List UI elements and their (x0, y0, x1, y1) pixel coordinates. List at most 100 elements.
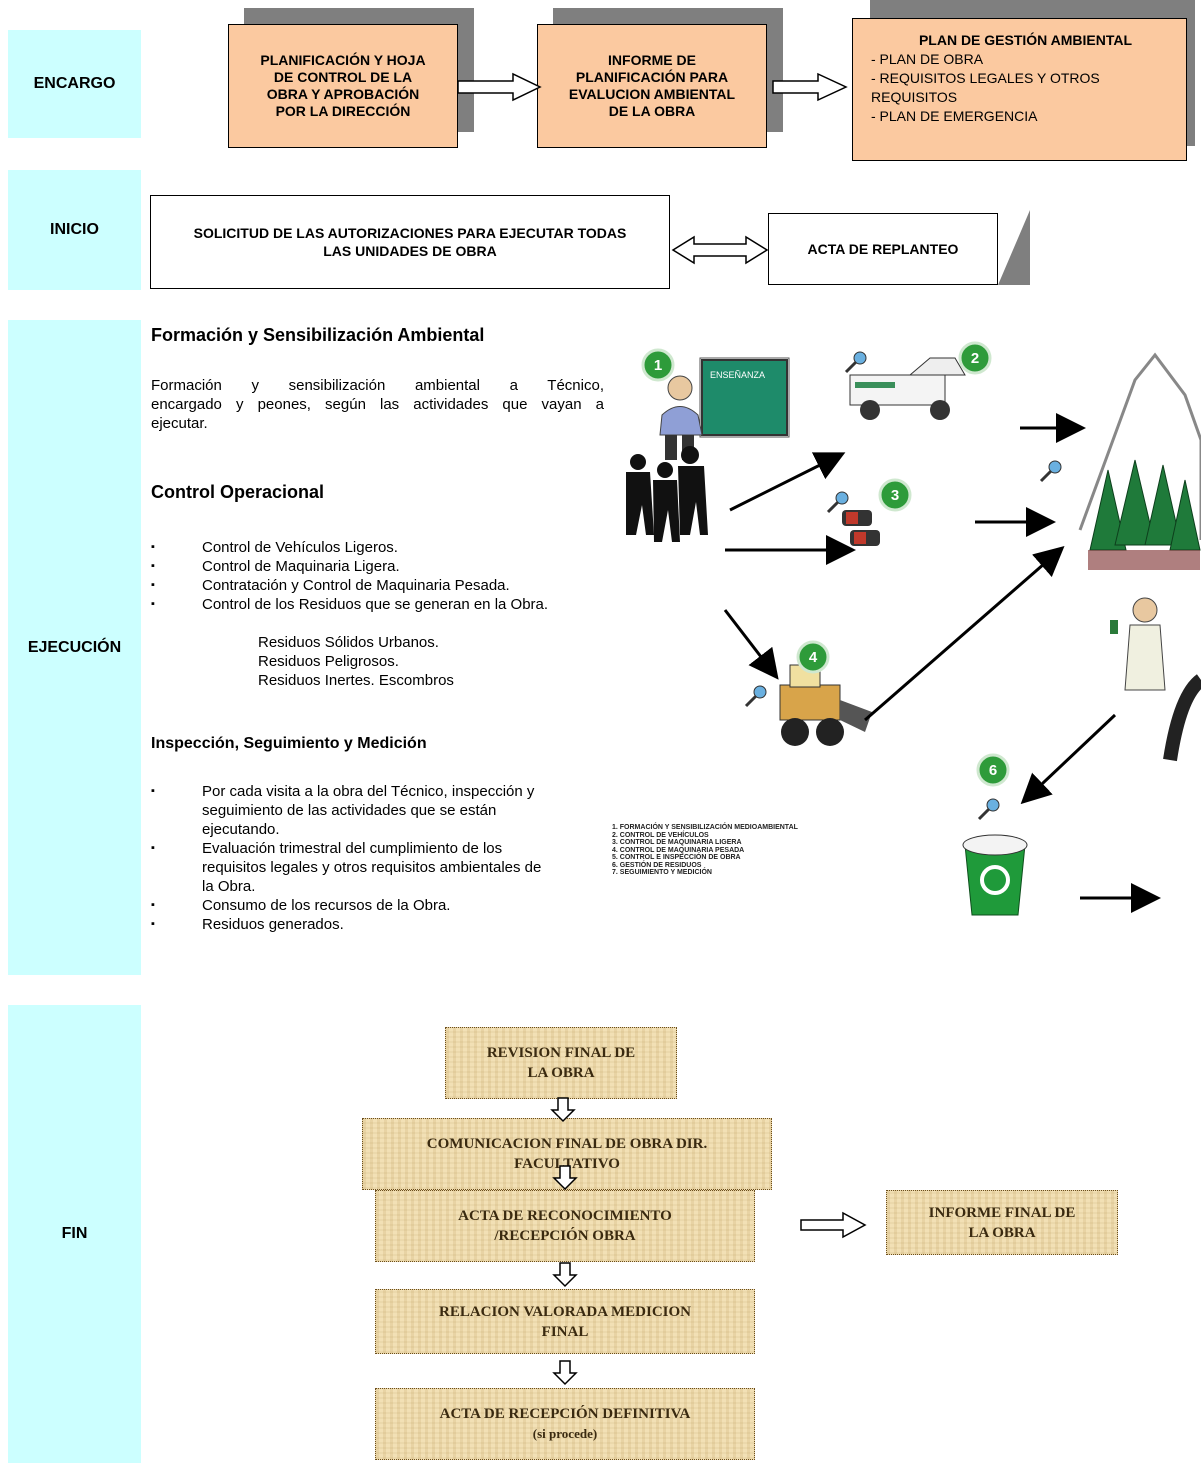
step-badges: 1 2 3 4 6 (641, 341, 1010, 787)
plan-gestion-item: - PLAN DE OBRA (871, 51, 984, 67)
arrow-right-icon (800, 1211, 867, 1239)
box-line: REVISION FINAL DE (486, 1045, 636, 1061)
box-line: FINAL (541, 1323, 589, 1340)
section-formacion-text: Formación y sensibilización ambiental a … (151, 376, 604, 433)
legend-item: 5. CONTROL E INSPECCIÓN DE OBRA (612, 854, 741, 861)
box-line: DE LA OBRA (608, 103, 696, 119)
stage-inicio: INICIO (8, 170, 141, 290)
text-line: Por cada visita a la obra del Técnico, i… (202, 783, 535, 800)
box-line: LA OBRA (527, 1065, 595, 1081)
legend-item: 6. GESTIÓN DE RESIDUOS (612, 861, 702, 869)
stage-fin-label: FIN (61, 1225, 88, 1242)
process-illustration: ENSEÑANZA (626, 341, 1201, 916)
plan-gestion-title: PLAN DE GESTIÓN AMBIENTAL (918, 32, 1133, 48)
box-line: ACTA DE RECONOCIMIENTO (458, 1208, 672, 1224)
text-line: requisitos legales y otros requisitos am… (202, 859, 542, 876)
informe-final-box: INFORME FINAL DE LA OBRA (886, 1190, 1118, 1255)
box-line: OBRA Y APROBACIÓN (266, 86, 420, 102)
inspeccion-list: Por cada visita a la obra del Técnico, i… (151, 782, 601, 934)
badge-2: 2 (971, 350, 979, 367)
workers-icon (626, 446, 708, 542)
acta-replanteo-box: ACTA DE REPLANTEO (768, 213, 998, 285)
acta-definitiva-box: ACTA DE RECEPCIÓN DEFINITIVA (si procede… (375, 1388, 755, 1460)
box-line: LA OBRA (968, 1224, 1036, 1241)
stage-fin: FIN (8, 1005, 141, 1463)
planificacion-box: PLANIFICACIÓN Y HOJA DE CONTROL DE LA OB… (228, 24, 458, 148)
text-line: ejecutar. (151, 415, 208, 432)
box-line: COMUNICACION FINAL DE OBRA DIR. (426, 1136, 708, 1152)
list-item: Control de los Residuos que se generan e… (151, 595, 611, 614)
badge-3: 3 (891, 487, 899, 504)
plan-gestion-item: - PLAN DE EMERGENCIA (871, 108, 1038, 124)
board-text: ENSEÑANZA (710, 370, 765, 380)
box-line: SOLICITUD DE LAS AUTORIZACIONES PARA EJE… (193, 225, 627, 241)
flow-arrows (723, 413, 1161, 913)
text-line: ejecutando. (202, 821, 280, 838)
trees-icon (1088, 459, 1201, 570)
section-control-title: Control Operacional (151, 482, 325, 502)
box-line: FACULTATIVO (514, 1156, 620, 1172)
arrow-down-icon (552, 1360, 578, 1386)
arrow-right-icon (457, 72, 542, 102)
text-line: seguimiento de las actividades que se es… (202, 802, 497, 819)
recycle-bin-icon (962, 834, 1028, 916)
text-line: Consumo de los recursos de la Obra. (202, 897, 451, 914)
plan-gestion-item: - REQUISITOS LEGALES Y OTROS (871, 70, 1100, 86)
list-item: Contratación y Control de Maquinaria Pes… (151, 576, 611, 595)
list-subitem: Residuos Sólidos Urbanos. (258, 634, 439, 651)
revision-final-box: REVISION FINAL DE LA OBRA (445, 1027, 677, 1099)
acta-reconocimiento-box: ACTA DE RECONOCIMIENTO /RECEPCIÓN OBRA (375, 1190, 755, 1262)
plan-gestion-item: REQUISITOS (871, 89, 958, 105)
box-line: /RECEPCIÓN OBRA (494, 1228, 636, 1244)
box-line: LAS UNIDADES DE OBRA (323, 243, 497, 259)
legend-item: 2. CONTROL DE VEHÍCULOS (612, 831, 709, 839)
text-line: Residuos generados. (202, 916, 344, 933)
stage-inicio-label: INICIO (50, 221, 99, 238)
stage-encargo: ENCARGO (8, 30, 141, 138)
inspector-icon (1110, 597, 1166, 691)
box-line: DE CONTROL DE LA (273, 69, 413, 85)
solicitud-autorizaciones-box: SOLICITUD DE LAS AUTORIZACIONES PARA EJE… (150, 195, 670, 289)
box-line: POR LA DIRECCIÓN (275, 103, 411, 119)
section-formacion-title: Formación y Sensibilización Ambiental (151, 325, 485, 345)
list-subitem: Residuos Peligrosos. (258, 653, 399, 670)
illustration-legend: 1. FORMACIÓN Y SENSIBILIZACIÓN MEDIOAMBI… (612, 824, 798, 877)
plan-gestion-box: PLAN DE GESTIÓN AMBIENTAL - PLAN DE OBRA… (852, 18, 1187, 161)
list-item: Por cada visita a la obra del Técnico, i… (151, 782, 601, 839)
magnifier-icon (744, 351, 1062, 821)
box-line: ACTA DE REPLANTEO (807, 241, 959, 257)
badge-4: 4 (809, 649, 818, 666)
legend-item: 7. SEGUIMIENTO Y MEDICIÓN (612, 869, 712, 876)
list-item: Control de Maquinaria Ligera. (151, 557, 611, 576)
arrow-down-icon (552, 1262, 578, 1288)
double-arrow-icon (671, 235, 769, 265)
list-subitem: Residuos Inertes. Escombros (258, 672, 454, 689)
legend-item: 1. FORMACIÓN Y SENSIBILIZACIÓN MEDIOAMBI… (612, 824, 798, 831)
informe-planificacion-box: INFORME DE PLANIFICACIÓN PARA EVALUCION … (537, 24, 767, 148)
badge-6: 6 (989, 762, 997, 779)
list-item: Control de Vehículos Ligeros. (151, 538, 611, 557)
control-list: Control de Vehículos Ligeros. Control de… (151, 538, 611, 614)
box-line: EVALUCION AMBIENTAL (568, 86, 736, 102)
stage-encargo-label: ENCARGO (33, 75, 116, 92)
section-inspeccion-title: Inspección, Seguimiento y Medición (151, 735, 427, 752)
text-line: Formación y sensibilización ambiental a … (151, 377, 604, 394)
gauge-icon (1163, 674, 1201, 762)
box-line: ACTA DE RECEPCIÓN DEFINITIVA (439, 1406, 691, 1422)
mountain-icon (1078, 352, 1201, 540)
truck-icon (849, 357, 966, 420)
legend-item: 4. CONTROL DE MAQUINARIA PESADA (612, 846, 745, 854)
box-shadow (768, 210, 1030, 285)
relacion-valorada-box: RELACION VALORADA MEDICION FINAL (375, 1289, 755, 1354)
box-line: INFORME DE (608, 52, 696, 68)
text-line: encargado y peones, según las actividade… (151, 396, 604, 413)
box-line: PLANIFICACIÓN Y HOJA (260, 52, 426, 68)
chainsaw-icon (842, 510, 880, 546)
text-line: la Obra. (202, 878, 256, 895)
badge-1: 1 (654, 357, 662, 374)
arrow-right-icon (772, 72, 848, 102)
legend-item: 3. CONTROL DE MAQUINARIA LIGERA (612, 839, 742, 846)
text-line: Evaluación trimestral del cumplimiento d… (202, 840, 503, 857)
stage-ejecucion: EJECUCIÓN (8, 320, 141, 975)
list-item: Residuos generados. (151, 915, 601, 934)
